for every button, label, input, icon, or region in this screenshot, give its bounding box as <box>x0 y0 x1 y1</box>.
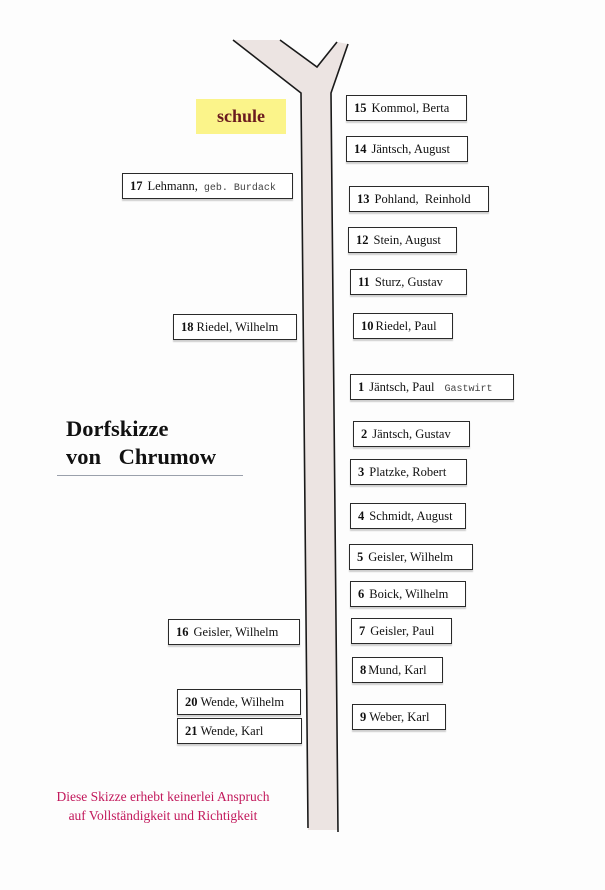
house-owner: Geisler, Paul <box>370 624 435 638</box>
house-number: 21 <box>185 724 198 738</box>
house-11: 11 Sturz, Gustav <box>350 269 467 295</box>
house-owner: Schmidt, August <box>369 509 453 523</box>
house-number: 4 <box>358 509 365 523</box>
house-6: 6 Boick, Wilhelm <box>350 581 466 607</box>
map-title-line1: Dorfskizze <box>66 416 169 441</box>
house-3: 3 Platzke, Robert <box>350 459 467 485</box>
house-number: 11 <box>358 275 370 289</box>
house-number: 2 <box>361 427 368 441</box>
house-number: 10 <box>361 319 374 333</box>
house-owner: Platzke, Robert <box>369 465 447 479</box>
house-1: 1 Jäntsch, Paul Gastwirt <box>350 374 514 400</box>
road-edge-left <box>232 39 309 829</box>
road-fill <box>233 40 348 830</box>
house-owner: Boick, Wilhelm <box>369 587 449 601</box>
house-17: 17 Lehmann, geb. Burdack <box>122 173 293 199</box>
road-edge-right <box>330 43 349 833</box>
disclaimer-line1: Diese Skizze erhebt keinerlei Anspruch <box>56 789 270 804</box>
house-number: 17 <box>130 179 143 193</box>
house-number: 15 <box>354 101 367 115</box>
house-owner: Jäntsch, August <box>371 142 450 156</box>
house-number: 1 <box>358 380 365 394</box>
house-owner: Stein, August <box>373 233 441 247</box>
school-label: schule <box>196 99 286 134</box>
disclaimer: Diese Skizze erhebt keinerlei Anspruch a… <box>36 787 290 825</box>
house-owner: Sturz, Gustav <box>374 275 443 289</box>
house-number: 3 <box>358 465 365 479</box>
house-5: 5 Geisler, Wilhelm <box>349 544 473 570</box>
house-15: 15 Kommol, Berta <box>346 95 467 121</box>
house-number: 16 <box>176 625 189 639</box>
house-4: 4 Schmidt, August <box>350 503 466 529</box>
map-title-line2: von Chrumow <box>66 444 217 469</box>
road-fork-inner <box>279 39 338 69</box>
house-owner: Mund, Karl <box>368 663 427 677</box>
house-owner: Geisler, Wilhelm <box>368 550 454 564</box>
house-number: 12 <box>356 233 369 247</box>
house-owner: Riedel, Paul <box>375 319 437 333</box>
house-14: 14 Jäntsch, August <box>346 136 468 162</box>
house-owner: Pohland, Reinhold <box>374 192 471 206</box>
house-owner: Geisler, Wilhelm <box>193 625 279 639</box>
house-owner: Riedel, Wilhelm <box>196 320 279 334</box>
house-12: 12 Stein, August <box>348 227 457 253</box>
house-number: 6 <box>358 587 365 601</box>
house-16: 16 Geisler, Wilhelm <box>168 619 300 645</box>
disclaimer-line2: auf Vollständigkeit und Richtigkeit <box>68 808 258 823</box>
house-number: 14 <box>354 142 367 156</box>
house-2: 2 Jäntsch, Gustav <box>353 421 470 447</box>
house-7: 7 Geisler, Paul <box>351 618 452 644</box>
house-number: 7 <box>359 624 366 638</box>
house-owner: Kommol, Berta <box>371 101 450 115</box>
house-owner: Jäntsch, Gustav <box>372 427 451 441</box>
house-number: 20 <box>185 695 198 709</box>
house-note: geb. Burdack <box>203 183 276 194</box>
title-underline <box>57 475 243 476</box>
house-owner: Jäntsch, Paul <box>369 380 435 394</box>
house-note: Gastwirt <box>444 384 493 395</box>
house-owner: Wende, Wilhelm <box>200 695 285 709</box>
map-title: Dorfskizze von Chrumow <box>66 415 216 471</box>
house-number: 5 <box>357 550 364 564</box>
house-number: 8 <box>360 663 367 677</box>
house-owner: Lehmann, <box>147 179 198 193</box>
house-number: 18 <box>181 320 194 334</box>
house-13: 13 Pohland, Reinhold <box>349 186 489 212</box>
house-number: 9 <box>360 710 367 724</box>
house-number: 13 <box>357 192 370 206</box>
house-owner: Wende, Karl <box>200 724 264 738</box>
house-owner: Weber, Karl <box>369 710 430 724</box>
